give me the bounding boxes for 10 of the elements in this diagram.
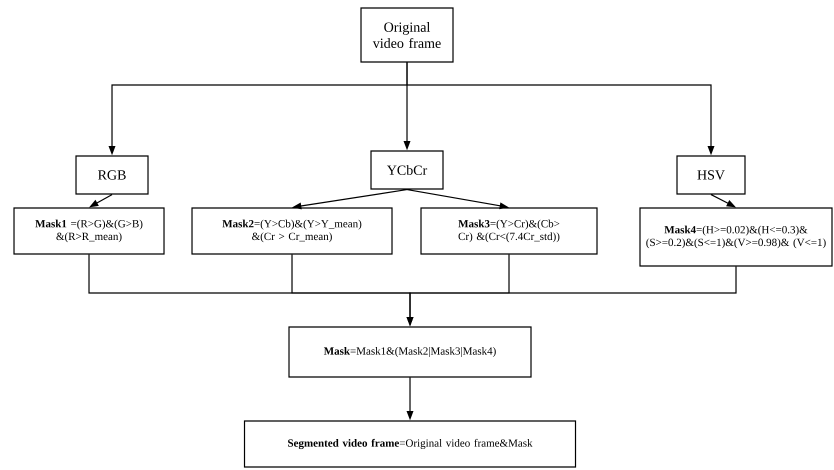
process-box: Mask2=(Y>Cb)&(Y>Y_mean) &(Cr > Cr_mean)	[191, 207, 393, 255]
process-box: Mask=Mask1&(Mask2|Mask3|Mask4)	[288, 326, 532, 378]
input-box: Original video frame	[360, 7, 454, 63]
process-box: HSV	[676, 155, 746, 195]
process-box: YCbCr	[370, 150, 444, 190]
process-box: Mask3=(Y>Cr)&(Cb> Cr) &(Cr<(7.4Cr_std))	[420, 207, 598, 255]
process-box: RGB	[75, 155, 149, 195]
process-box: Mask1 =(R>G)&(G>B) &(R>R_mean)	[13, 207, 165, 255]
process-box: Mask4=(H>=0.02)&(H<=0.3)& (S>=0.2)&(S<=1)&(V>=0.98)& (V<=1)	[639, 207, 833, 267]
process-box: Segmented video frame=Original video frame&Mask	[244, 420, 576, 468]
